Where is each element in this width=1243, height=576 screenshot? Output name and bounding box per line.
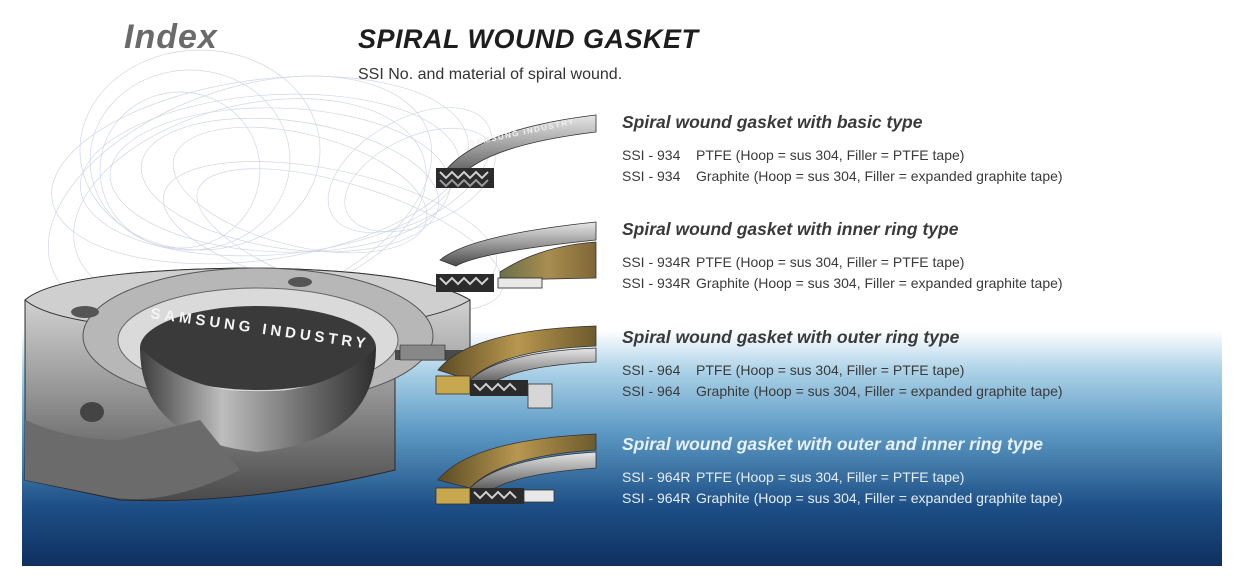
gasket-type-title: Spiral wound gasket with basic type: [622, 112, 923, 132]
spec-row: SSI - 934 PTFE (Hoop = sus 304, Filler =…: [622, 145, 1063, 166]
ssi-code: SSI - 934R: [622, 275, 691, 291]
material-spec: Graphite (Hoop = sus 304, Filler = expan…: [696, 490, 1063, 506]
flange-cutaway: [24, 267, 471, 502]
index-label: Index: [124, 18, 218, 56]
gasket-type-title: Spiral wound gasket with outer and inner…: [622, 434, 1044, 454]
material-spec: PTFE (Hoop = sus 304, Filler = PTFE tape…: [696, 469, 965, 485]
material-spec: PTFE (Hoop = sus 304, Filler = PTFE tape…: [696, 254, 965, 270]
spec-row: SSI - 964 PTFE (Hoop = sus 304, Filler =…: [622, 360, 1063, 381]
material-spec: Graphite (Hoop = sus 304, Filler = expan…: [696, 275, 1063, 291]
ssi-code: SSI - 964: [622, 383, 681, 399]
material-spec: PTFE (Hoop = sus 304, Filler = PTFE tape…: [696, 147, 965, 163]
spec-row: SSI - 964R Graphite (Hoop = sus 304, Fil…: [622, 488, 1063, 509]
gasket-outer-inner-ring-cross-section: [435, 433, 597, 505]
gasket-type-basic: Spiral wound gasket with basic type SSI …: [622, 112, 1063, 187]
material-spec: Graphite (Hoop = sus 304, Filler = expan…: [696, 383, 1063, 399]
ssi-code: SSI - 934: [622, 168, 681, 184]
gasket-type-outer-inner-ring: Spiral wound gasket with outer and inner…: [622, 434, 1063, 509]
material-spec: PTFE (Hoop = sus 304, Filler = PTFE tape…: [696, 362, 965, 378]
ssi-code: SSI - 964: [622, 362, 681, 378]
gasket-type-inner-ring: Spiral wound gasket with inner ring type…: [622, 219, 1063, 294]
gasket-inner-ring-cross-section: [436, 221, 597, 292]
ssi-code: SSI - 964R: [622, 490, 691, 506]
gasket-type-title: Spiral wound gasket with outer ring type: [622, 327, 960, 347]
gasket-type-outer-ring: Spiral wound gasket with outer ring type…: [622, 327, 1063, 402]
spec-row: SSI - 934R Graphite (Hoop = sus 304, Fil…: [622, 273, 1063, 294]
gasket-type-title: Spiral wound gasket with inner ring type: [622, 219, 959, 239]
gasket-basic-cross-section: [436, 114, 597, 188]
material-spec: Graphite (Hoop = sus 304, Filler = expan…: [696, 168, 1063, 184]
spec-row: SSI - 934R PTFE (Hoop = sus 304, Filler …: [622, 252, 1063, 273]
spec-row: SSI - 964 Graphite (Hoop = sus 304, Fill…: [622, 381, 1063, 402]
gasket-outer-ring-cross-section: [435, 325, 597, 409]
spec-row: SSI - 964R PTFE (Hoop = sus 304, Filler …: [622, 467, 1063, 488]
ssi-code: SSI - 934: [622, 147, 681, 163]
page-subtitle: SSI No. and material of spiral wound.: [358, 66, 623, 83]
spec-row: SSI - 934 Graphite (Hoop = sus 304, Fill…: [622, 166, 1063, 187]
page-title: SPIRAL WOUND GASKET: [358, 24, 699, 54]
ssi-code: SSI - 934R: [622, 254, 691, 270]
ssi-code: SSI - 964R: [622, 469, 691, 485]
